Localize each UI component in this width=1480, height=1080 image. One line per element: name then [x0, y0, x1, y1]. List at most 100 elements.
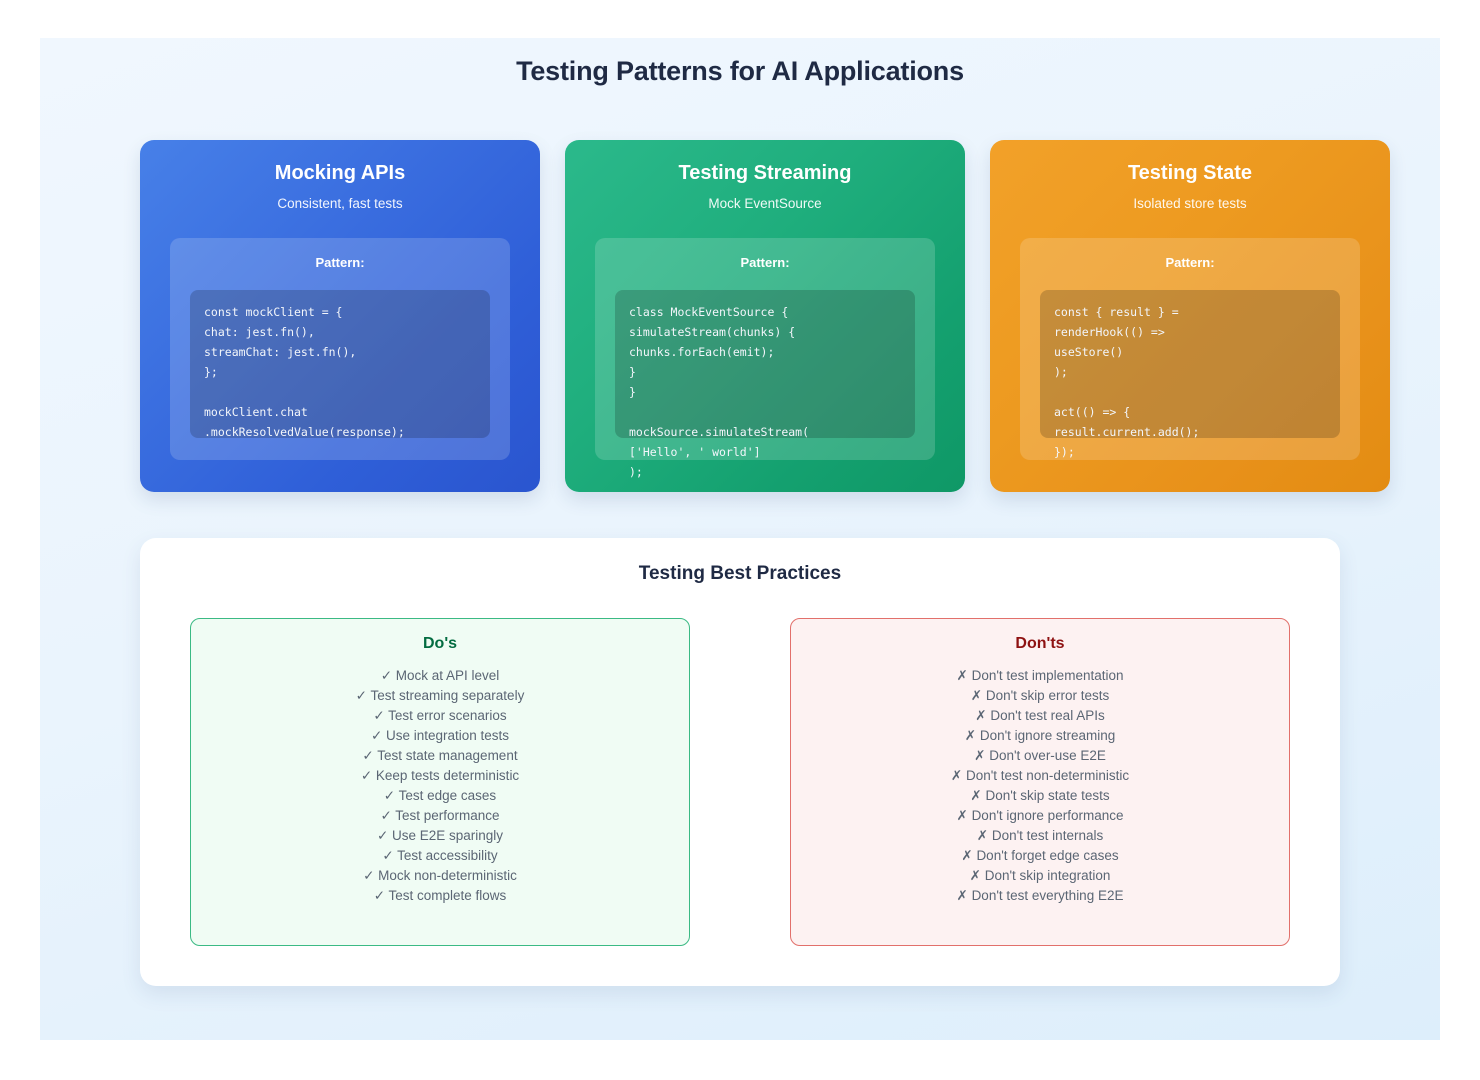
- list-item: ✗ Don't skip error tests: [791, 686, 1289, 706]
- check-icon: ✓: [382, 848, 398, 863]
- list-item-label: Use integration tests: [386, 728, 510, 743]
- list-item-label: Keep tests deterministic: [375, 768, 520, 783]
- pattern-label: Pattern:: [740, 255, 790, 270]
- code-line: }: [629, 385, 636, 399]
- pattern-card-mocking-apis[interactable]: Mocking APIs Consistent, fast tests Patt…: [140, 140, 540, 492]
- list-item-label: Don't test real APIs: [990, 708, 1105, 723]
- list-item: ✓ Test state management: [191, 746, 689, 766]
- list-item-label: Don't skip error tests: [985, 688, 1110, 703]
- list-item-label: Don't over-use E2E: [989, 748, 1106, 763]
- list-item-label: Test complete flows: [388, 888, 507, 903]
- check-icon: ✓: [360, 768, 376, 783]
- code-line: class MockEventSource {: [629, 305, 789, 319]
- list-item-label: Don't skip integration: [984, 868, 1111, 883]
- list-item-label: Test streaming separately: [370, 688, 525, 703]
- code-line: const { result } =: [1054, 305, 1179, 319]
- cross-icon: ✗: [950, 768, 966, 783]
- list-item: ✗ Don't test real APIs: [791, 706, 1289, 726]
- code-line: }: [629, 365, 636, 379]
- list-item: ✗ Don't skip state tests: [791, 786, 1289, 806]
- list-item-label: Test edge cases: [398, 788, 497, 803]
- code-line: mockClient.chat: [204, 405, 308, 419]
- check-icon: ✓: [383, 788, 399, 803]
- cross-icon: ✗: [969, 868, 985, 883]
- code-line: act(() => {: [1054, 405, 1131, 419]
- list-item-label: Don't test non-deterministic: [965, 768, 1130, 783]
- list-item: ✗ Don't test implementation: [791, 666, 1289, 686]
- code-line: chunks.forEach(emit);: [629, 345, 775, 359]
- pattern-card-title: Testing State: [1127, 162, 1253, 184]
- code-line: mockSource.simulateStream(: [629, 425, 810, 439]
- pattern-card-subtitle: Consistent, fast tests: [277, 196, 403, 211]
- pattern-card-subtitle: Isolated store tests: [1133, 196, 1247, 211]
- list-item: ✗ Don't ignore streaming: [791, 726, 1289, 746]
- pattern-label: Pattern:: [1165, 255, 1215, 270]
- cross-icon: ✗: [964, 728, 980, 743]
- cross-icon: ✗: [974, 748, 990, 763]
- pattern-card-testing-state[interactable]: Testing State Isolated store tests Patte…: [990, 140, 1390, 492]
- code-line: .mockResolvedValue(response);: [204, 425, 405, 439]
- list-item: ✓ Test complete flows: [191, 886, 689, 906]
- code-block: const mockClient = { chat: jest.fn(), st…: [190, 290, 490, 439]
- list-item-label: Don't ignore performance: [971, 808, 1124, 823]
- code-line: renderHook(() =>: [1054, 325, 1165, 339]
- page-title: Testing Patterns for AI Applications: [516, 56, 964, 86]
- list-item-label: Test state management: [377, 748, 518, 763]
- list-item: ✗ Don't forget edge cases: [791, 846, 1289, 866]
- check-icon: ✓: [363, 868, 379, 883]
- slide-canvas: Testing Patterns for AI Applications Moc…: [40, 38, 1440, 1040]
- list-item-label: Don't test implementation: [971, 668, 1124, 683]
- pattern-card-subtitle: Mock EventSource: [708, 196, 822, 211]
- code-line-blank: [629, 402, 901, 422]
- pattern-card-title: Mocking APIs: [274, 162, 406, 184]
- best-practices-title: Testing Best Practices: [638, 563, 842, 584]
- cross-icon: ✗: [975, 708, 991, 723]
- pattern-cards-row: Mocking APIs Consistent, fast tests Patt…: [140, 140, 1390, 492]
- code-line: });: [1054, 445, 1075, 459]
- check-icon: ✓: [370, 728, 386, 743]
- list-item: ✗ Don't ignore performance: [791, 806, 1289, 826]
- cross-icon: ✗: [976, 828, 992, 843]
- code-block: class MockEventSource { simulateStream(c…: [615, 290, 915, 479]
- list-item: ✓ Keep tests deterministic: [191, 766, 689, 786]
- list-item: ✓ Test streaming separately: [191, 686, 689, 706]
- list-item: ✓ Test edge cases: [191, 786, 689, 806]
- check-icon: ✓: [362, 748, 378, 763]
- list-item-label: Use E2E sparingly: [392, 828, 504, 843]
- list-item: ✓ Test performance: [191, 806, 689, 826]
- cross-icon: ✗: [956, 888, 972, 903]
- dos-list: ✓ Mock at API level✓ Test streaming sepa…: [191, 666, 689, 906]
- list-item-label: Test performance: [395, 808, 500, 823]
- code-line: ['Hello', ' world']: [629, 445, 761, 459]
- best-practices-columns: Do's ✓ Mock at API level✓ Test streaming…: [190, 618, 1290, 946]
- code-block: const { result } = renderHook(() => useS…: [1040, 290, 1340, 459]
- list-item: ✗ Don't test internals: [791, 826, 1289, 846]
- code-line: useStore(): [1054, 345, 1124, 359]
- list-item: ✓ Mock at API level: [191, 666, 689, 686]
- list-item: ✗ Don't over-use E2E: [791, 746, 1289, 766]
- check-icon: ✓: [376, 828, 392, 843]
- list-item: ✓ Test accessibility: [191, 846, 689, 866]
- best-practices-panel: Testing Best Practices Do's ✓ Mock at AP…: [140, 538, 1340, 986]
- list-item-label: Don't test everything E2E: [971, 888, 1124, 903]
- list-item-label: Don't forget edge cases: [976, 848, 1119, 863]
- check-icon: ✓: [373, 888, 389, 903]
- pattern-label: Pattern:: [315, 255, 365, 270]
- code-line: const mockClient = {: [204, 305, 343, 319]
- pattern-card-testing-streaming[interactable]: Testing Streaming Mock EventSource Patte…: [565, 140, 965, 492]
- code-line: );: [1054, 365, 1068, 379]
- cross-icon: ✗: [956, 668, 972, 683]
- list-item: ✓ Mock non-deterministic: [191, 866, 689, 886]
- check-icon: ✓: [355, 688, 371, 703]
- donts-list: ✗ Don't test implementation✗ Don't skip …: [791, 666, 1289, 906]
- dos-box: Do's ✓ Mock at API level✓ Test streaming…: [190, 618, 690, 946]
- list-item: ✗ Don't test everything E2E: [791, 886, 1289, 906]
- list-item-label: Mock non-deterministic: [378, 868, 517, 883]
- cross-icon: ✗: [961, 848, 977, 863]
- pattern-box: Pattern: const mockClient = { chat: jest…: [170, 238, 510, 460]
- code-line: };: [204, 365, 218, 379]
- dos-title: Do's: [422, 635, 458, 652]
- list-item: ✓ Test error scenarios: [191, 706, 689, 726]
- list-item-label: Don't test internals: [991, 828, 1104, 843]
- cross-icon: ✗: [956, 808, 972, 823]
